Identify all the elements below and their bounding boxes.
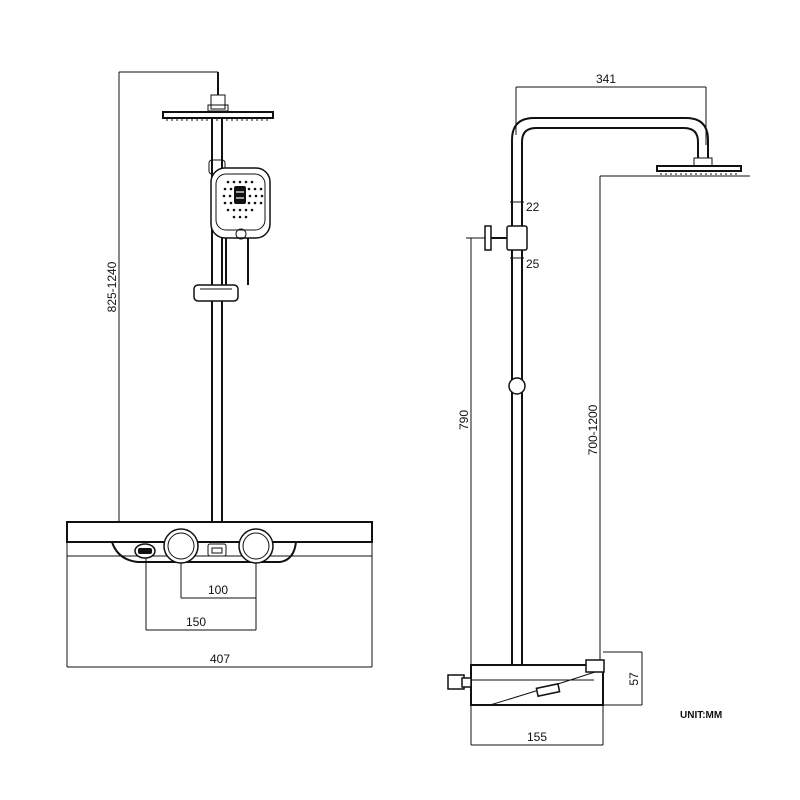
left-control-knob: [163, 528, 199, 564]
dimension-side-rain-height: 700-1200: [586, 175, 750, 665]
label-side-25: 25: [526, 257, 540, 271]
diverter-icon: [134, 543, 156, 559]
dimension-side-155: 155: [470, 705, 604, 746]
dimension-front-407: 407: [66, 556, 373, 668]
front-view: 825-1240: [66, 71, 373, 668]
dimension-front-150: 150: [145, 558, 257, 631]
right-control-knob: [238, 528, 274, 564]
label-side-341: 341: [596, 72, 616, 86]
diverter-valve-side: [484, 225, 528, 395]
rain-shower-head-side: [656, 157, 742, 175]
label-side-790: 790: [457, 410, 471, 430]
dimension-side-790: 790: [457, 237, 485, 665]
label-front-100: 100: [208, 583, 228, 597]
dimension-side-57: 57: [603, 651, 643, 706]
label-front-150: 150: [186, 615, 206, 629]
label-side-57: 57: [627, 672, 641, 686]
shower-column-pipe: [510, 117, 709, 665]
unit-label: UNIT:MM: [680, 710, 722, 721]
label-front-407: 407: [210, 652, 230, 666]
thermostatic-shelf: [66, 521, 373, 564]
hand-shower-nozzles: [222, 180, 264, 219]
thermostatic-body-side: [447, 659, 605, 706]
side-view: 341 22 25 790: [447, 72, 750, 746]
dimension-side-341: 341: [515, 72, 707, 145]
label-front-height: 825-1240: [105, 261, 119, 312]
label-side-22: 22: [526, 200, 540, 214]
label-side-155: 155: [527, 730, 547, 744]
label-side-rain-height: 700-1200: [586, 404, 600, 455]
rain-shower-head: [162, 72, 274, 121]
dimension-front-height: 825-1240: [105, 71, 218, 522]
dimension-front-100: 100: [180, 563, 257, 599]
hand-shower: [210, 167, 271, 285]
